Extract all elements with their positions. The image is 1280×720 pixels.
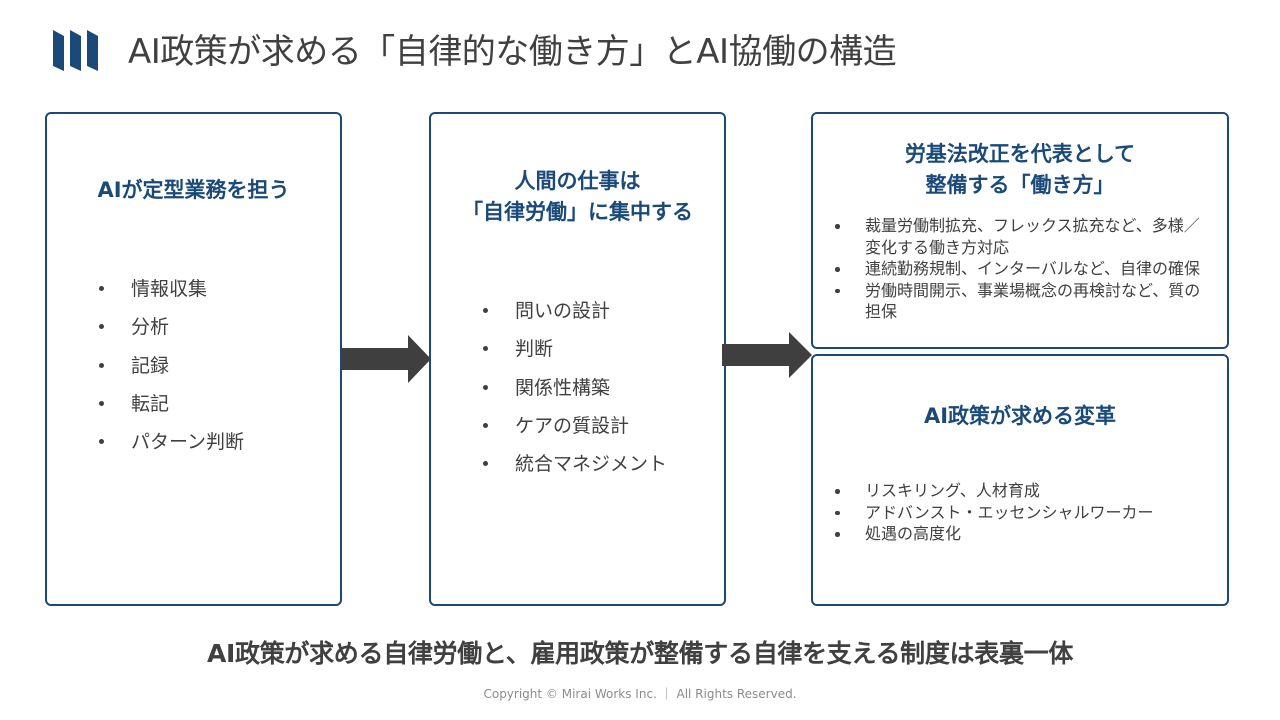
list-item: アドバンスト・エッセンシャルワーカー xyxy=(835,502,1211,524)
list-item: 記録 xyxy=(99,353,244,391)
copyright-notice: Copyright © Mirai Works Inc. ｜ All Right… xyxy=(483,687,797,701)
list-item: 裁量労働制拡充、フレックス拡充など、多様／変化する働き方対応 xyxy=(835,215,1211,258)
box-heading: AI政策が求める変革 xyxy=(923,404,1117,428)
list-item: 問いの設計 xyxy=(483,298,667,336)
list-item: パターン判断 xyxy=(99,429,244,467)
box-heading-line: 労基法改正を代表として xyxy=(904,142,1136,166)
bullet-list: 情報収集 分析 記録 転記 パターン判断 xyxy=(99,276,244,467)
summary-message: AI政策が求める自律労働と、雇用政策が整備する自律を支える制度は表裏一体 xyxy=(206,639,1074,668)
bullet-list: 裁量労働制拡充、フレックス拡充など、多様／変化する働き方対応 連続勤務規制、イン… xyxy=(835,215,1211,323)
box-ai-policy-transformation: AI政策が求める変革 リスキリング、人材育成 アドバンスト・エッセンシャルワーカ… xyxy=(811,354,1229,606)
company-logo xyxy=(53,30,98,71)
box-heading: 人間の仕事は 「自律労働」に集中する xyxy=(431,166,724,228)
list-item: 情報収集 xyxy=(99,276,244,314)
list-item: 判断 xyxy=(483,336,667,374)
list-item: 連続勤務規制、インターバルなど、自律の確保 xyxy=(835,258,1211,280)
list-item: 分析 xyxy=(99,314,244,352)
right-arrow-icon xyxy=(341,335,431,383)
list-item: ケアの質設計 xyxy=(483,413,667,451)
bullet-list: リスキリング、人材育成 アドバンスト・エッセンシャルワーカー 処遇の高度化 xyxy=(835,480,1211,545)
bullet-list: 問いの設計 判断 関係性構築 ケアの質設計 統合マネジメント xyxy=(483,298,667,489)
right-arrow-icon xyxy=(722,332,812,378)
list-item: リスキリング、人材育成 xyxy=(835,480,1211,502)
box-ai-routine-work: AIが定型業務を担う 情報収集 分析 記録 転記 パターン判断 xyxy=(45,112,342,606)
box-heading-line: 人間の仕事は xyxy=(514,169,641,193)
box-heading: 労基法改正を代表として 整備する「働き方」 xyxy=(813,139,1227,201)
box-labor-law-reform: 労基法改正を代表として 整備する「働き方」 裁量労働制拡充、フレックス拡充など、… xyxy=(811,112,1229,349)
box-heading-line: 整備する「働き方」 xyxy=(925,173,1115,197)
box-heading: AIが定型業務を担う xyxy=(97,178,290,202)
box-human-autonomous-work: 人間の仕事は 「自律労働」に集中する 問いの設計 判断 関係性構築 ケアの質設計… xyxy=(429,112,726,606)
list-item: 統合マネジメント xyxy=(483,451,667,489)
list-item: 労働時間開示、事業場概念の再検討など、質の担保 xyxy=(835,280,1211,323)
list-item: 転記 xyxy=(99,391,244,429)
page-title: AI政策が求める「自律的な働き方」とAI協働の構造 xyxy=(128,32,897,72)
list-item: 処遇の高度化 xyxy=(835,523,1211,545)
list-item: 関係性構築 xyxy=(483,375,667,413)
box-heading-line: 「自律労働」に集中する xyxy=(462,200,693,224)
